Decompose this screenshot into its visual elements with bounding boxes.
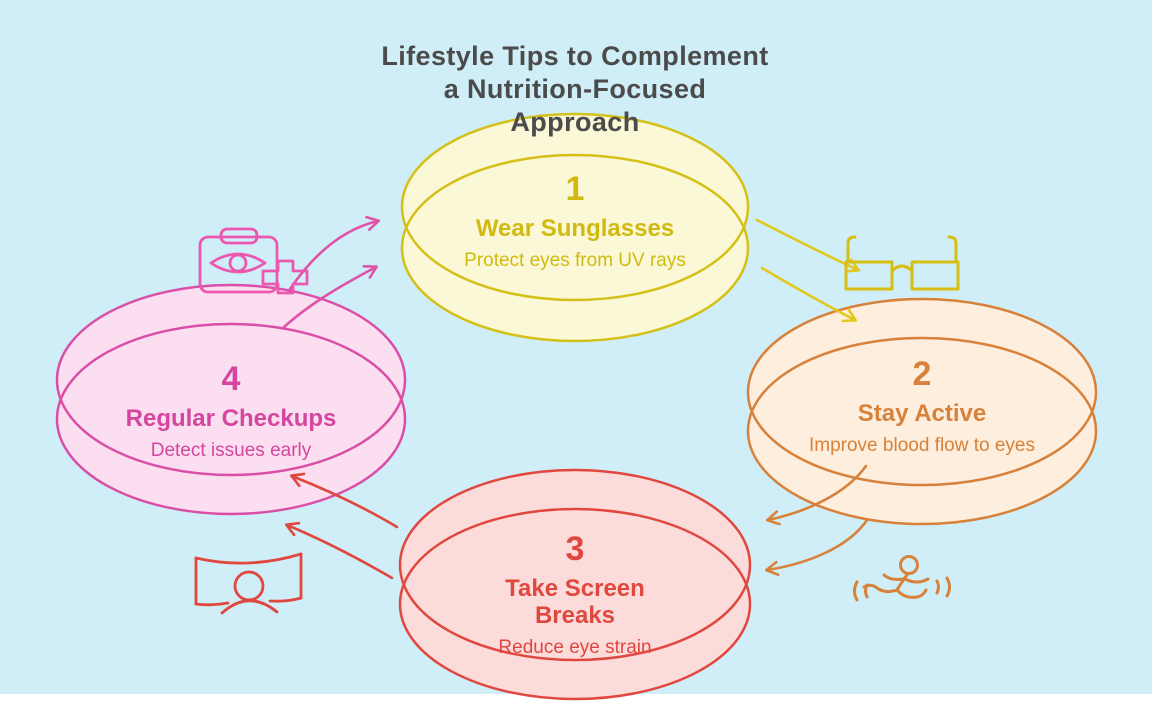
step-3-subtitle: Reduce eye strain xyxy=(498,636,652,658)
step-1-number: 1 xyxy=(565,170,585,208)
step-4-title: Regular Checkups xyxy=(125,405,337,432)
arrows-step2-to-step3 xyxy=(764,464,869,577)
step-2-label-group: 2 Stay Active Improve blood flow to eyes xyxy=(809,357,1035,457)
page-title-line-2: a Nutrition-Focused xyxy=(443,73,707,104)
step-2-number: 2 xyxy=(912,355,932,393)
running-person-icon xyxy=(853,555,951,602)
eyeglasses-icon xyxy=(844,235,960,291)
step-2-shape xyxy=(746,297,1098,526)
eye-checkup-clipboard-icon xyxy=(198,227,309,295)
arrows-step4-to-step1 xyxy=(282,215,381,329)
step-3-shape xyxy=(398,468,752,701)
page-title-line-3: Approach xyxy=(510,106,640,137)
step-3-number: 3 xyxy=(565,530,585,568)
step-1-label-group: 1 Wear Sunglasses Protect eyes from UV r… xyxy=(464,172,686,272)
step-4-subtitle: Detect issues early xyxy=(150,439,312,461)
step-3-title: Take Screen Breaks xyxy=(505,575,645,629)
step-1-subtitle: Protect eyes from UV rays xyxy=(464,249,686,271)
step-4-label-group: 4 Regular Checkups Detect issues early xyxy=(126,362,337,462)
page-title-line-1: Lifestyle Tips to Complement xyxy=(381,41,769,71)
step-1-title: Wear Sunglasses xyxy=(475,215,675,242)
step-1-shape xyxy=(400,112,750,343)
step-2-subtitle: Improve blood flow to eyes xyxy=(808,434,1036,456)
step-4-number: 4 xyxy=(221,360,241,398)
arrows-step3-to-step4 xyxy=(284,472,399,580)
step-2-title: Stay Active xyxy=(857,400,987,427)
page-title: Lifestyle Tips to Complement a Nutrition… xyxy=(275,40,875,139)
step-3-label-group: 3 Take Screen Breaks Reduce eye strain xyxy=(470,532,680,659)
arrows-step1-to-step2 xyxy=(755,218,861,323)
step-4-shape xyxy=(55,283,407,516)
person-at-screen-icon xyxy=(194,552,303,615)
